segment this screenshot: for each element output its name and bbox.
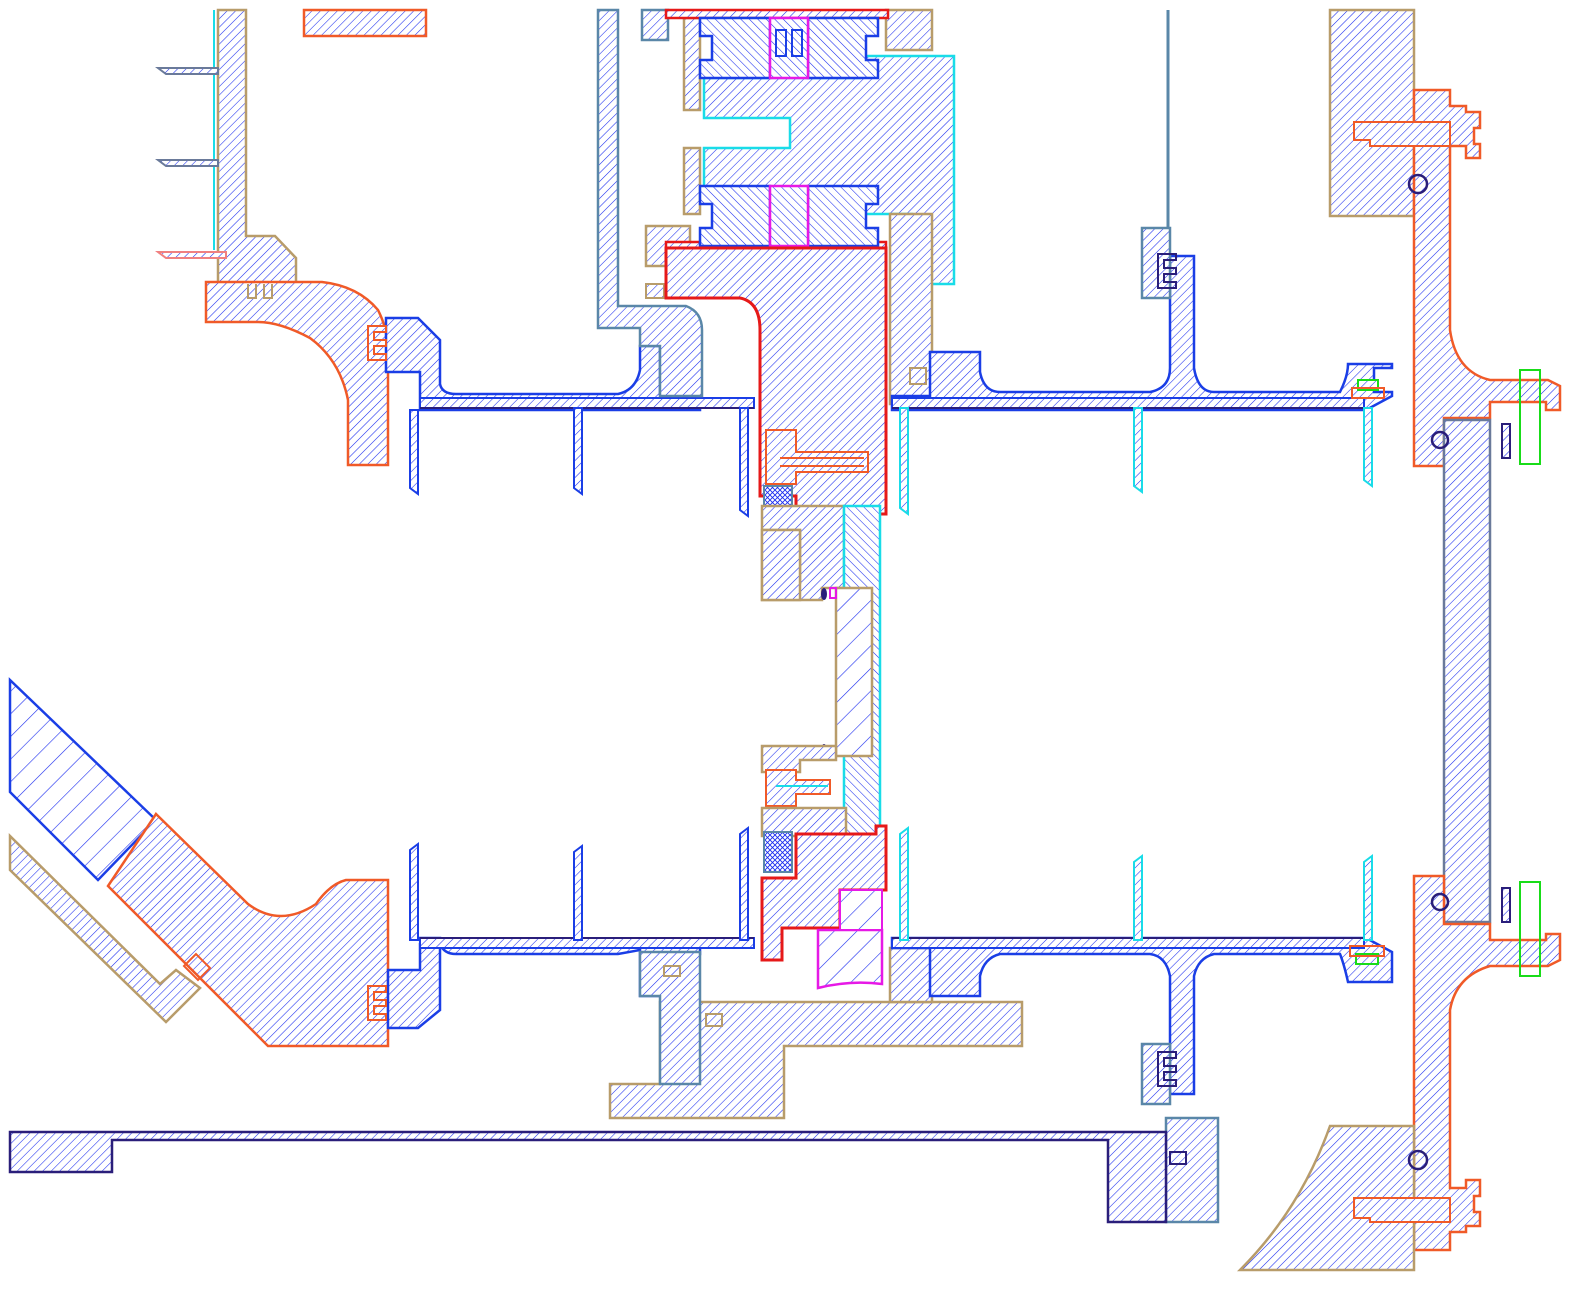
upper-right-orange-clip [1351, 387, 1385, 399]
frame-bolt-3 [1430, 892, 1450, 912]
lower-shaft-plate-right [891, 937, 1365, 949]
lower-shaft-plate-left [419, 937, 755, 949]
lower-small-slot [663, 965, 723, 1027]
small-pin-lower [1501, 887, 1511, 923]
upper-right-flange [890, 10, 1394, 516]
lower-left-fin-a [409, 842, 419, 941]
orange-bracket-upper [204, 280, 390, 467]
frame-bolt-1 [1407, 173, 1429, 195]
lower-right-tan-block [888, 946, 934, 1004]
upper-left-fin-a [409, 409, 419, 496]
lower-right-fin-a [899, 826, 909, 941]
lower-right-fin-c [1363, 854, 1373, 941]
bearing-housing-upper [682, 16, 702, 112]
frame-top-block [1328, 8, 1416, 218]
frame-bolt-2 [1430, 430, 1450, 450]
frame-bottom-arc [1236, 1124, 1416, 1272]
magenta-shaft-end [816, 928, 884, 990]
steel-foot-slot [1169, 1151, 1187, 1165]
steel-outer-wall [596, 8, 704, 398]
tan-inner-sleeve [834, 586, 874, 758]
lower-right-orange-clip [1349, 945, 1385, 957]
tan-small-slot [909, 367, 927, 385]
upper-right-fin-a [899, 407, 909, 516]
lower-left-fin-c [739, 826, 749, 941]
bracket-slots [247, 284, 273, 299]
lower-left-assembly [8, 677, 755, 1048]
right-frame [1236, 8, 1562, 1272]
upper-left-fin-c [739, 407, 749, 518]
orange-bolt-lower [765, 769, 831, 807]
left-fin-2 [155, 159, 219, 167]
tan-small-left [645, 283, 665, 299]
left-fin-1 [155, 67, 219, 75]
upper-center-housing [596, 8, 956, 516]
frame-bolt-4 [1407, 1149, 1429, 1171]
tan-sleeve-top [640, 8, 670, 42]
frame-upper-column [1412, 88, 1562, 468]
upper-right-seal-grooves [1157, 253, 1177, 289]
frame-upper-inner [1353, 121, 1451, 147]
frame-lower-column [1412, 874, 1562, 1252]
left-fin-3 [155, 251, 227, 259]
top-right-sleeve [884, 8, 934, 52]
bearing-row-lower [664, 184, 888, 252]
tan-spacer-lower [760, 744, 838, 774]
lower-right-seal-grooves [1157, 1051, 1177, 1087]
lower-right-flange [890, 826, 1394, 1224]
upper-right-fin-b [1133, 407, 1143, 494]
crosshatch-seal-lower [763, 831, 793, 873]
bearing-housing-lower [682, 146, 702, 216]
upper-shaft-plate-right [891, 397, 1365, 409]
upper-right-fin-c [1363, 407, 1373, 488]
frame-main-column [1442, 418, 1492, 924]
frame-lower-inner [1353, 1197, 1451, 1223]
center-shaft-assembly [760, 429, 888, 990]
upper-right-hub [890, 254, 1394, 412]
base-plate-body [8, 1130, 1168, 1224]
lower-bracket-tab [182, 952, 212, 982]
left-vertical-wall [216, 8, 298, 286]
lower-left-seal-grooves [367, 985, 387, 1021]
diagonal-strut [8, 833, 202, 1024]
lower-center-structure [608, 946, 1024, 1120]
top-left-housing [155, 8, 428, 467]
small-pin-upper [1501, 423, 1511, 459]
tan-block-mid [760, 528, 802, 602]
magenta-shaft-top [839, 889, 883, 931]
orange-bracket-lower [106, 812, 390, 1048]
steel-foot-block [1164, 1116, 1220, 1224]
base-plate [8, 1130, 1168, 1224]
lower-steel-column [638, 950, 702, 1086]
green-bracket-upper [1519, 369, 1541, 465]
upper-shaft-plate-left [419, 397, 755, 409]
upper-left-fin-b [573, 407, 583, 496]
upper-left-seal-grooves [367, 325, 387, 361]
top-flange-block [302, 8, 428, 38]
green-bracket-lower [1519, 881, 1541, 977]
lower-left-fin-b [573, 844, 583, 941]
lower-right-fin-b [1133, 854, 1143, 941]
bearing-row-upper [664, 8, 890, 80]
diagonal-beam [8, 677, 158, 882]
